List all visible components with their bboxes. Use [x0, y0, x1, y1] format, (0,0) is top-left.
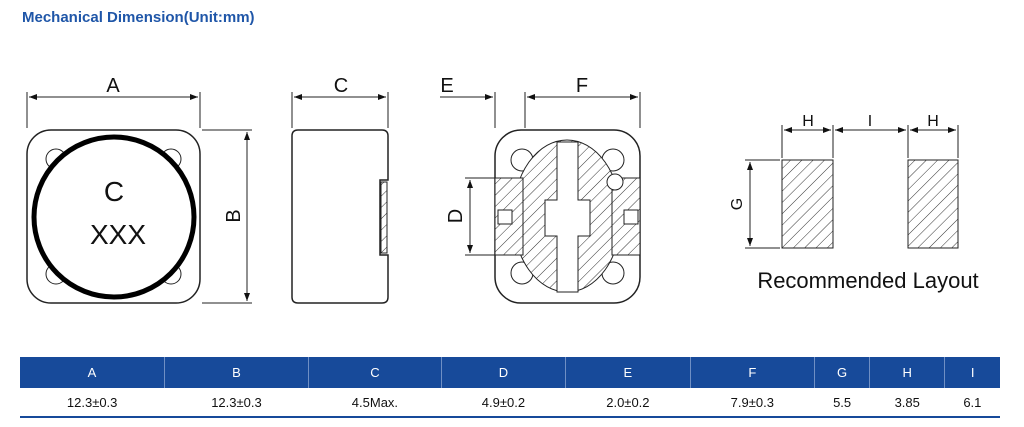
header-h: H — [869, 357, 945, 388]
dim-label-a: A — [106, 75, 120, 97]
value-a: 12.3±0.3 — [20, 388, 165, 418]
dim-label-h2: H — [927, 113, 939, 130]
value-i: 6.1 — [944, 388, 1000, 418]
header-a: A — [20, 357, 165, 388]
marking-line2: XXX — [90, 219, 146, 250]
section-title: Mechanical Dimension(Unit:mm) — [22, 9, 255, 26]
dim-label-e: E — [440, 75, 453, 97]
front-view — [26, 92, 252, 304]
header-c: C — [308, 357, 442, 388]
value-f: 7.9±0.3 — [690, 388, 815, 418]
dim-label-h1: H — [802, 113, 814, 130]
header-i: I — [944, 357, 1000, 388]
value-e: 2.0±0.2 — [565, 388, 691, 418]
value-d: 4.9±0.2 — [441, 388, 566, 418]
table-header-row: A B C D E F G H I — [20, 357, 1000, 388]
table-row: 12.3±0.3 12.3±0.3 4.5Max. 4.9±0.2 2.0±0.… — [20, 388, 1000, 418]
header-b: B — [163, 357, 309, 388]
header-g: G — [814, 357, 870, 388]
dim-label-d: D — [445, 209, 467, 223]
layout-caption: Recommended Layout — [757, 268, 978, 293]
recommended-layout — [745, 125, 959, 249]
value-c: 4.5Max. — [308, 388, 442, 418]
header-f: F — [689, 357, 815, 388]
value-b: 12.3±0.3 — [164, 388, 309, 418]
dim-label-g: G — [729, 198, 746, 210]
header-d: D — [440, 357, 566, 388]
mechanical-drawing: A B C D E F G H I H C XXX Recommended La… — [26, 75, 979, 304]
bottom-view — [440, 92, 641, 304]
marking-line1: C — [104, 176, 124, 207]
value-g: 5.5 — [814, 388, 870, 418]
value-h: 3.85 — [869, 388, 945, 418]
dim-label-c: C — [334, 75, 348, 97]
dimension-table: A B C D E F G H I 12.3±0.3 12.3±0.3 4.5M… — [20, 357, 1000, 418]
dim-label-i: I — [868, 113, 872, 130]
side-view — [291, 92, 389, 304]
dim-label-b: B — [223, 209, 245, 222]
dim-label-f: F — [576, 75, 588, 97]
header-e: E — [565, 357, 691, 388]
